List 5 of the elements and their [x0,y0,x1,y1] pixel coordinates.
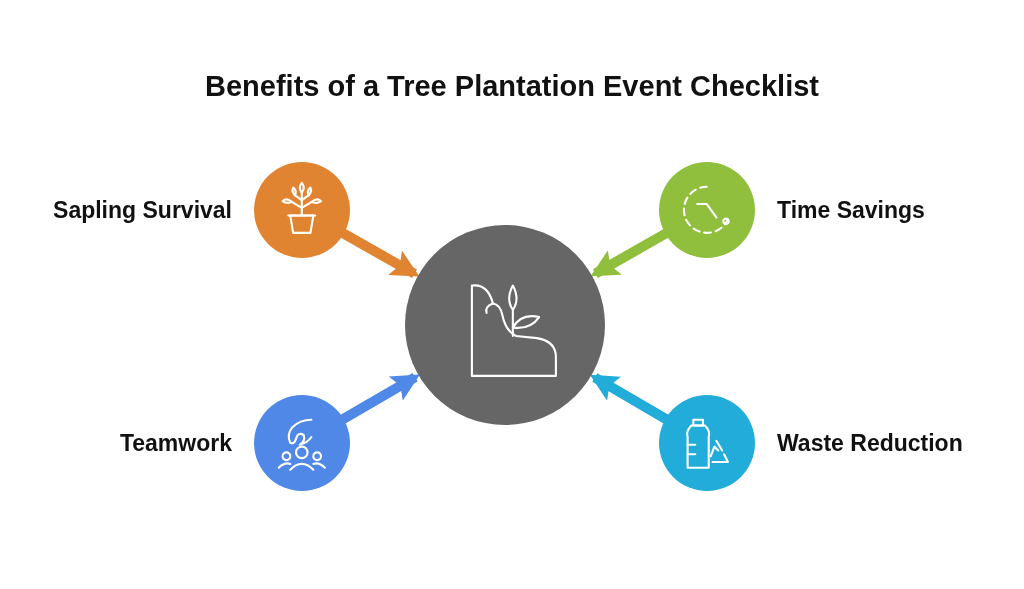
benefit-label: Time Savings [777,196,925,224]
title: Benefits of a Tree Plantation Event Checklist [204,70,820,103]
benefit-label: Sapling Survival [53,196,232,224]
benefit-label: Teamwork [119,429,232,457]
benefit-label: Waste Reduction [777,429,963,457]
